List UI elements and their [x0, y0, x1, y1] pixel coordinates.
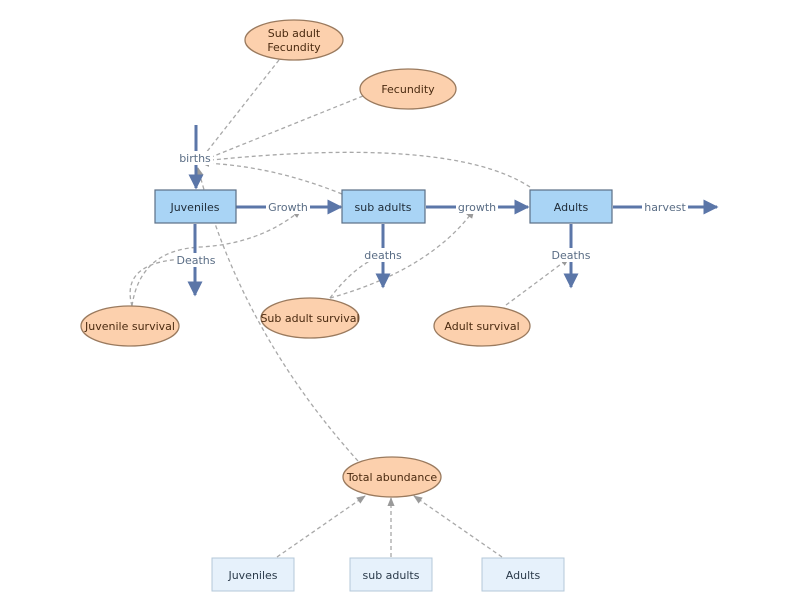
stock-sub-adults-label: sub adults — [355, 201, 412, 214]
ghost-sub-adults[interactable]: sub adults — [349, 557, 433, 592]
var-juvenile-survival-label: Juvenile survival — [84, 320, 175, 333]
link-sub-adult-fecundity-to-births — [197, 59, 280, 164]
var-total-abundance-label: Total abundance — [346, 471, 438, 484]
harvest-label[interactable]: harvest — [644, 201, 686, 214]
ghost-juveniles[interactable]: Juveniles — [211, 557, 295, 592]
link-juvenile-survival-to-growth — [131, 209, 302, 307]
var-adult-survival-label: Adult survival — [444, 320, 519, 333]
link-sub-adult-survival-to-growth — [329, 209, 475, 299]
stock-juveniles[interactable]: Juveniles — [154, 189, 237, 224]
adult-deaths-label-group: Deaths — [550, 248, 592, 262]
var-juvenile-survival[interactable]: Juvenile survival — [80, 305, 180, 347]
stock-adults[interactable]: Adults — [529, 189, 613, 224]
sub-adult-deaths-label[interactable]: deaths — [364, 249, 402, 262]
link-adults-to-births — [201, 151, 531, 188]
var-sub-adult-survival-label: Sub adult survival — [260, 312, 359, 325]
link-juvenile-survival-to-deaths — [129, 255, 185, 307]
juvenile-deaths-label-group: Deaths — [175, 253, 217, 267]
stock-sub-adults[interactable]: sub adults — [341, 189, 426, 224]
var-sub-adult-survival[interactable]: Sub adult survival — [260, 297, 360, 339]
link-fecundity-to-births — [198, 95, 364, 163]
harvest-label-group: harvest — [642, 200, 688, 214]
var-total-abundance[interactable]: Total abundance — [342, 456, 442, 498]
var-sub-adult-fecundity-line1: Sub adult — [268, 27, 321, 40]
link-sub-adult-survival-to-deaths — [329, 255, 382, 299]
juvenile-growth-label[interactable]: Growth — [268, 201, 308, 214]
ghost-adults-label: Adults — [506, 569, 541, 582]
var-sub-adult-fecundity[interactable]: Sub adult Fecundity — [244, 19, 344, 61]
link-ghost-adults-to-total — [413, 495, 503, 558]
link-sub-adults-to-births — [200, 159, 343, 195]
link-total-abundance-to-births — [196, 167, 359, 462]
var-fecundity[interactable]: Fecundity — [359, 68, 457, 110]
growth-2-label-group: growth — [456, 200, 498, 214]
var-sub-adult-fecundity-line2: Fecundity — [267, 41, 321, 54]
link-adult-survival-to-deaths — [505, 257, 570, 306]
stock-adults-label: Adults — [554, 201, 589, 214]
ghost-adults[interactable]: Adults — [481, 557, 565, 592]
growth-1-label-group: Growth — [266, 200, 310, 214]
link-ghost-juveniles-to-total — [276, 495, 366, 558]
sub-adult-deaths-label-group: deaths — [363, 248, 403, 262]
births-label-group: births — [177, 151, 213, 165]
stock-juveniles-label: Juveniles — [169, 201, 219, 214]
juvenile-deaths-label[interactable]: Deaths — [177, 254, 216, 267]
ghost-sub-adults-label: sub adults — [363, 569, 420, 582]
births-label[interactable]: births — [179, 152, 211, 165]
ghost-juveniles-label: Juveniles — [227, 569, 277, 582]
adult-deaths-label[interactable]: Deaths — [552, 249, 591, 262]
var-adult-survival[interactable]: Adult survival — [433, 305, 531, 347]
var-fecundity-label: Fecundity — [381, 83, 435, 96]
sub-adult-growth-label[interactable]: growth — [458, 201, 496, 214]
